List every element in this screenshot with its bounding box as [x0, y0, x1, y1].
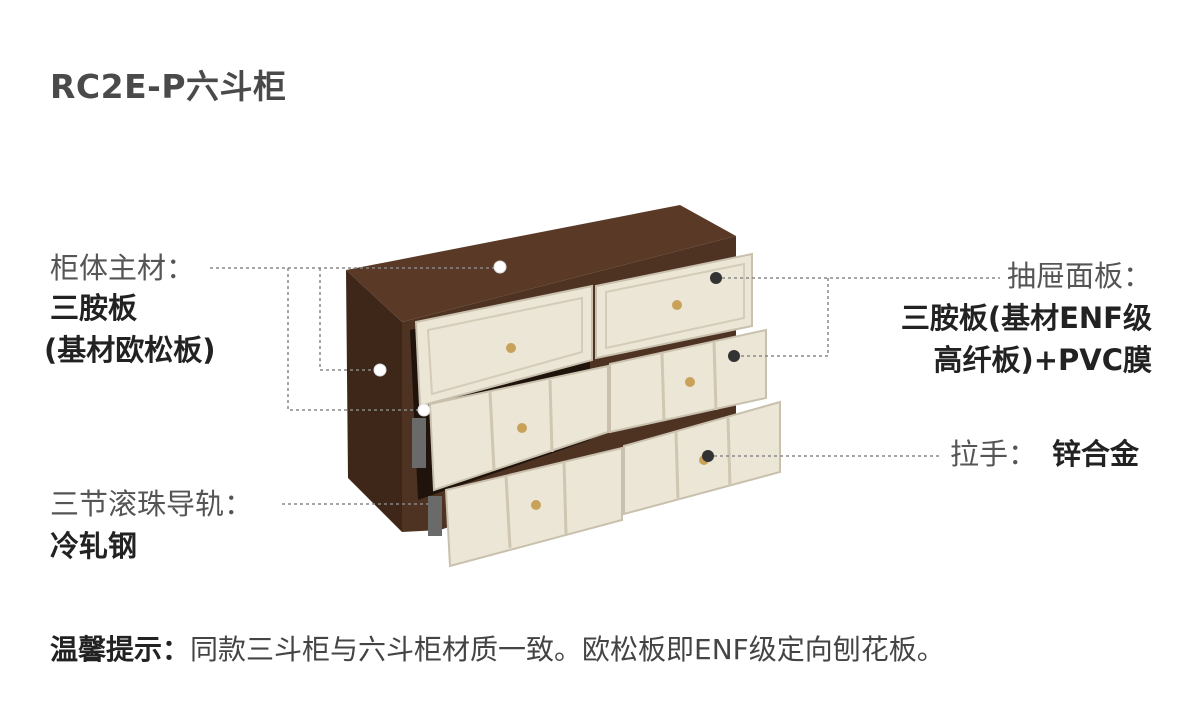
callout-dot	[373, 363, 387, 377]
drawer-face-label: 抽屉面板：	[1006, 259, 1152, 293]
callout-dot	[417, 403, 431, 417]
knob-icon	[506, 343, 516, 353]
callout-dot	[493, 260, 507, 274]
footer-label: 温馨提示：	[50, 633, 191, 666]
body-material-substrate: (基材欧松板)	[44, 333, 216, 367]
footer-note: 温馨提示：同款三斗柜与六斗柜材质一致。欧松板即ENF级定向刨花板。	[50, 628, 945, 668]
footer-text: 同款三斗柜与六斗柜材质一致。欧松板即ENF级定向刨花板。	[190, 633, 945, 666]
handle-label: 拉手：	[950, 437, 1038, 471]
drawer-top-right-panel	[605, 262, 745, 350]
callout-dot	[728, 350, 740, 362]
rail-icon	[428, 496, 442, 536]
callout-dot	[702, 450, 714, 462]
rail-label: 三节滚珠导轨：	[50, 487, 254, 521]
page-title: RC2E-P六斗柜	[50, 67, 287, 106]
knob-icon	[685, 377, 695, 387]
handle-value: 锌合金	[1052, 437, 1140, 471]
drawer-face-value-2: 高纤板)+PVC膜	[933, 343, 1152, 377]
cabinet-top	[346, 205, 736, 322]
drawer-top-left-panel	[426, 296, 583, 396]
callout-dots	[373, 260, 740, 462]
rail-icon	[412, 418, 426, 468]
body-material-label: 柜体主材：	[50, 251, 196, 285]
body-material-value: 三胺板	[50, 291, 138, 325]
knob-icon	[517, 423, 527, 433]
rail-value: 冷轧钢	[50, 529, 138, 563]
knob-icon	[672, 300, 682, 310]
knob-icon	[531, 500, 541, 510]
leader-lines	[210, 267, 1000, 505]
drawer-top-left	[414, 284, 593, 408]
cabinet-side	[346, 270, 402, 532]
drawer-face-value-1: 三胺板(基材ENF级	[900, 301, 1152, 335]
callout-dot	[710, 272, 722, 284]
